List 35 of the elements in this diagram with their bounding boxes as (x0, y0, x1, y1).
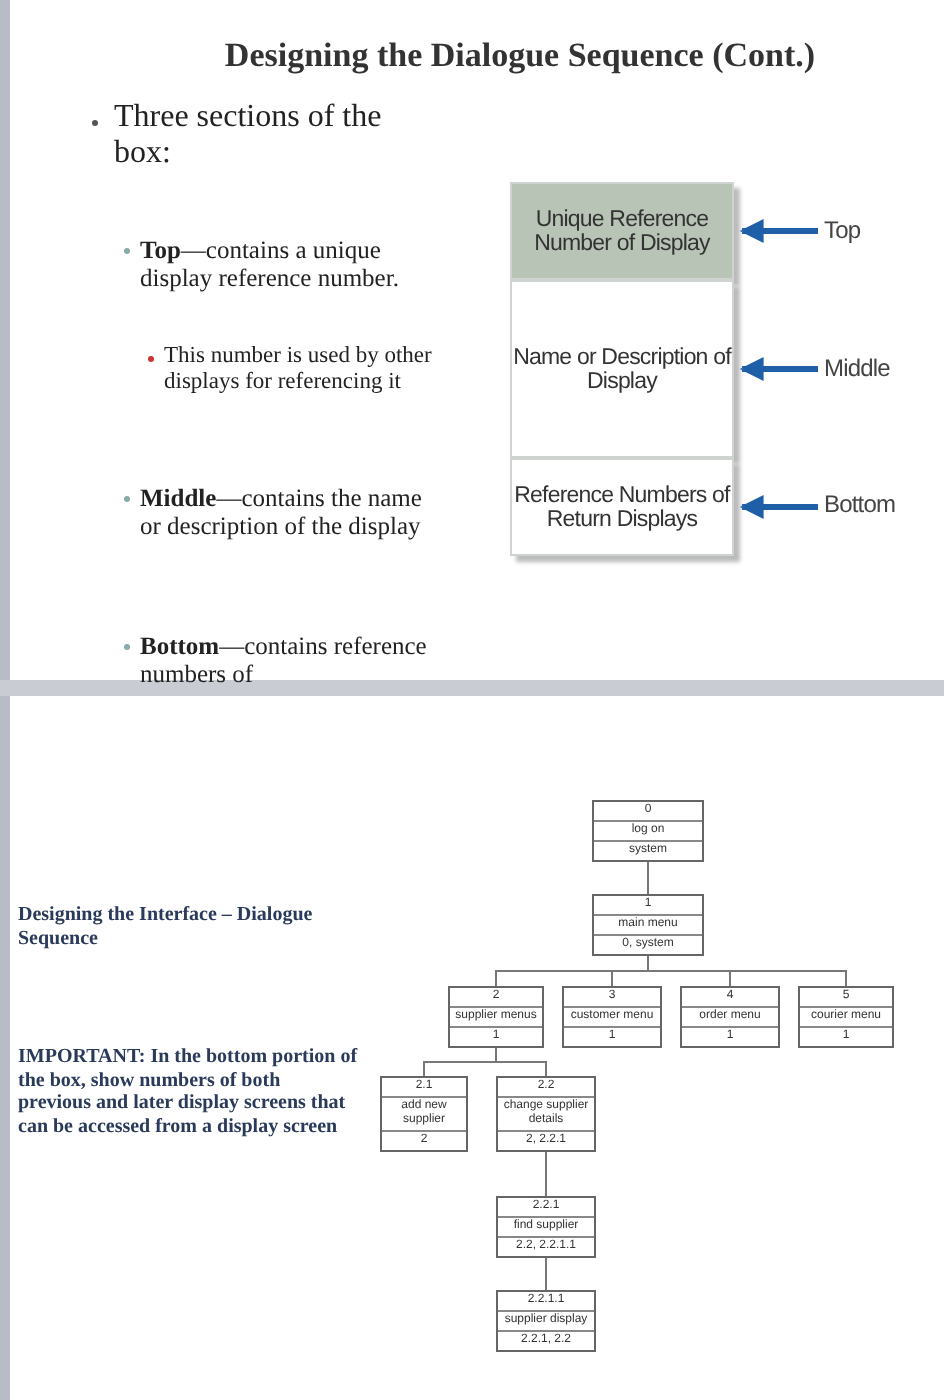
side-label: Bottom (824, 490, 896, 518)
display-box (592, 894, 704, 956)
connector-line (647, 955, 847, 987)
text-label: This number is used by other displays for referencing it (164, 344, 434, 397)
display-box (448, 986, 544, 1048)
section-text: Unique Reference Number of Display (532, 207, 712, 255)
display-box (798, 986, 894, 1048)
connector-line (495, 1047, 547, 1077)
display-box (380, 1076, 468, 1152)
display-box (592, 800, 704, 862)
text-label: Bottom—contains reference numbers of (140, 632, 429, 690)
display-box (496, 1076, 596, 1152)
box-section (510, 458, 734, 556)
box-section (510, 182, 734, 280)
side-label: Top (824, 216, 861, 244)
section-text: Name or Description of Display (512, 345, 732, 393)
connector-line (545, 1151, 547, 1197)
text-label: IMPORTANT: In the bottom portion of the box, show numbers of both previous and later display screens that can be accessed from a display screen (18, 1046, 358, 1138)
arrow (739, 495, 818, 519)
display-box (562, 986, 662, 1048)
arrow (739, 219, 818, 243)
display-box (496, 1196, 596, 1258)
slide-title: Designing the Dialogue Sequence (Cont.) (222, 36, 818, 76)
arrow (739, 357, 818, 381)
display-box (680, 986, 780, 1048)
text-label: Middle—contains the name or description of the display (140, 484, 424, 542)
text-label: Designing the Interface – Dialogue Sequence (18, 904, 315, 950)
side-label: Middle (824, 354, 890, 382)
text-label: Top—contains a unique display reference number. (140, 236, 401, 294)
connector-line (545, 1257, 547, 1291)
text-label: Three sections of the box: (114, 100, 384, 174)
box-section (510, 280, 734, 458)
section-text: Reference Numbers of Return Displays (512, 483, 732, 531)
display-box (496, 1290, 596, 1352)
connector-line (647, 861, 649, 895)
